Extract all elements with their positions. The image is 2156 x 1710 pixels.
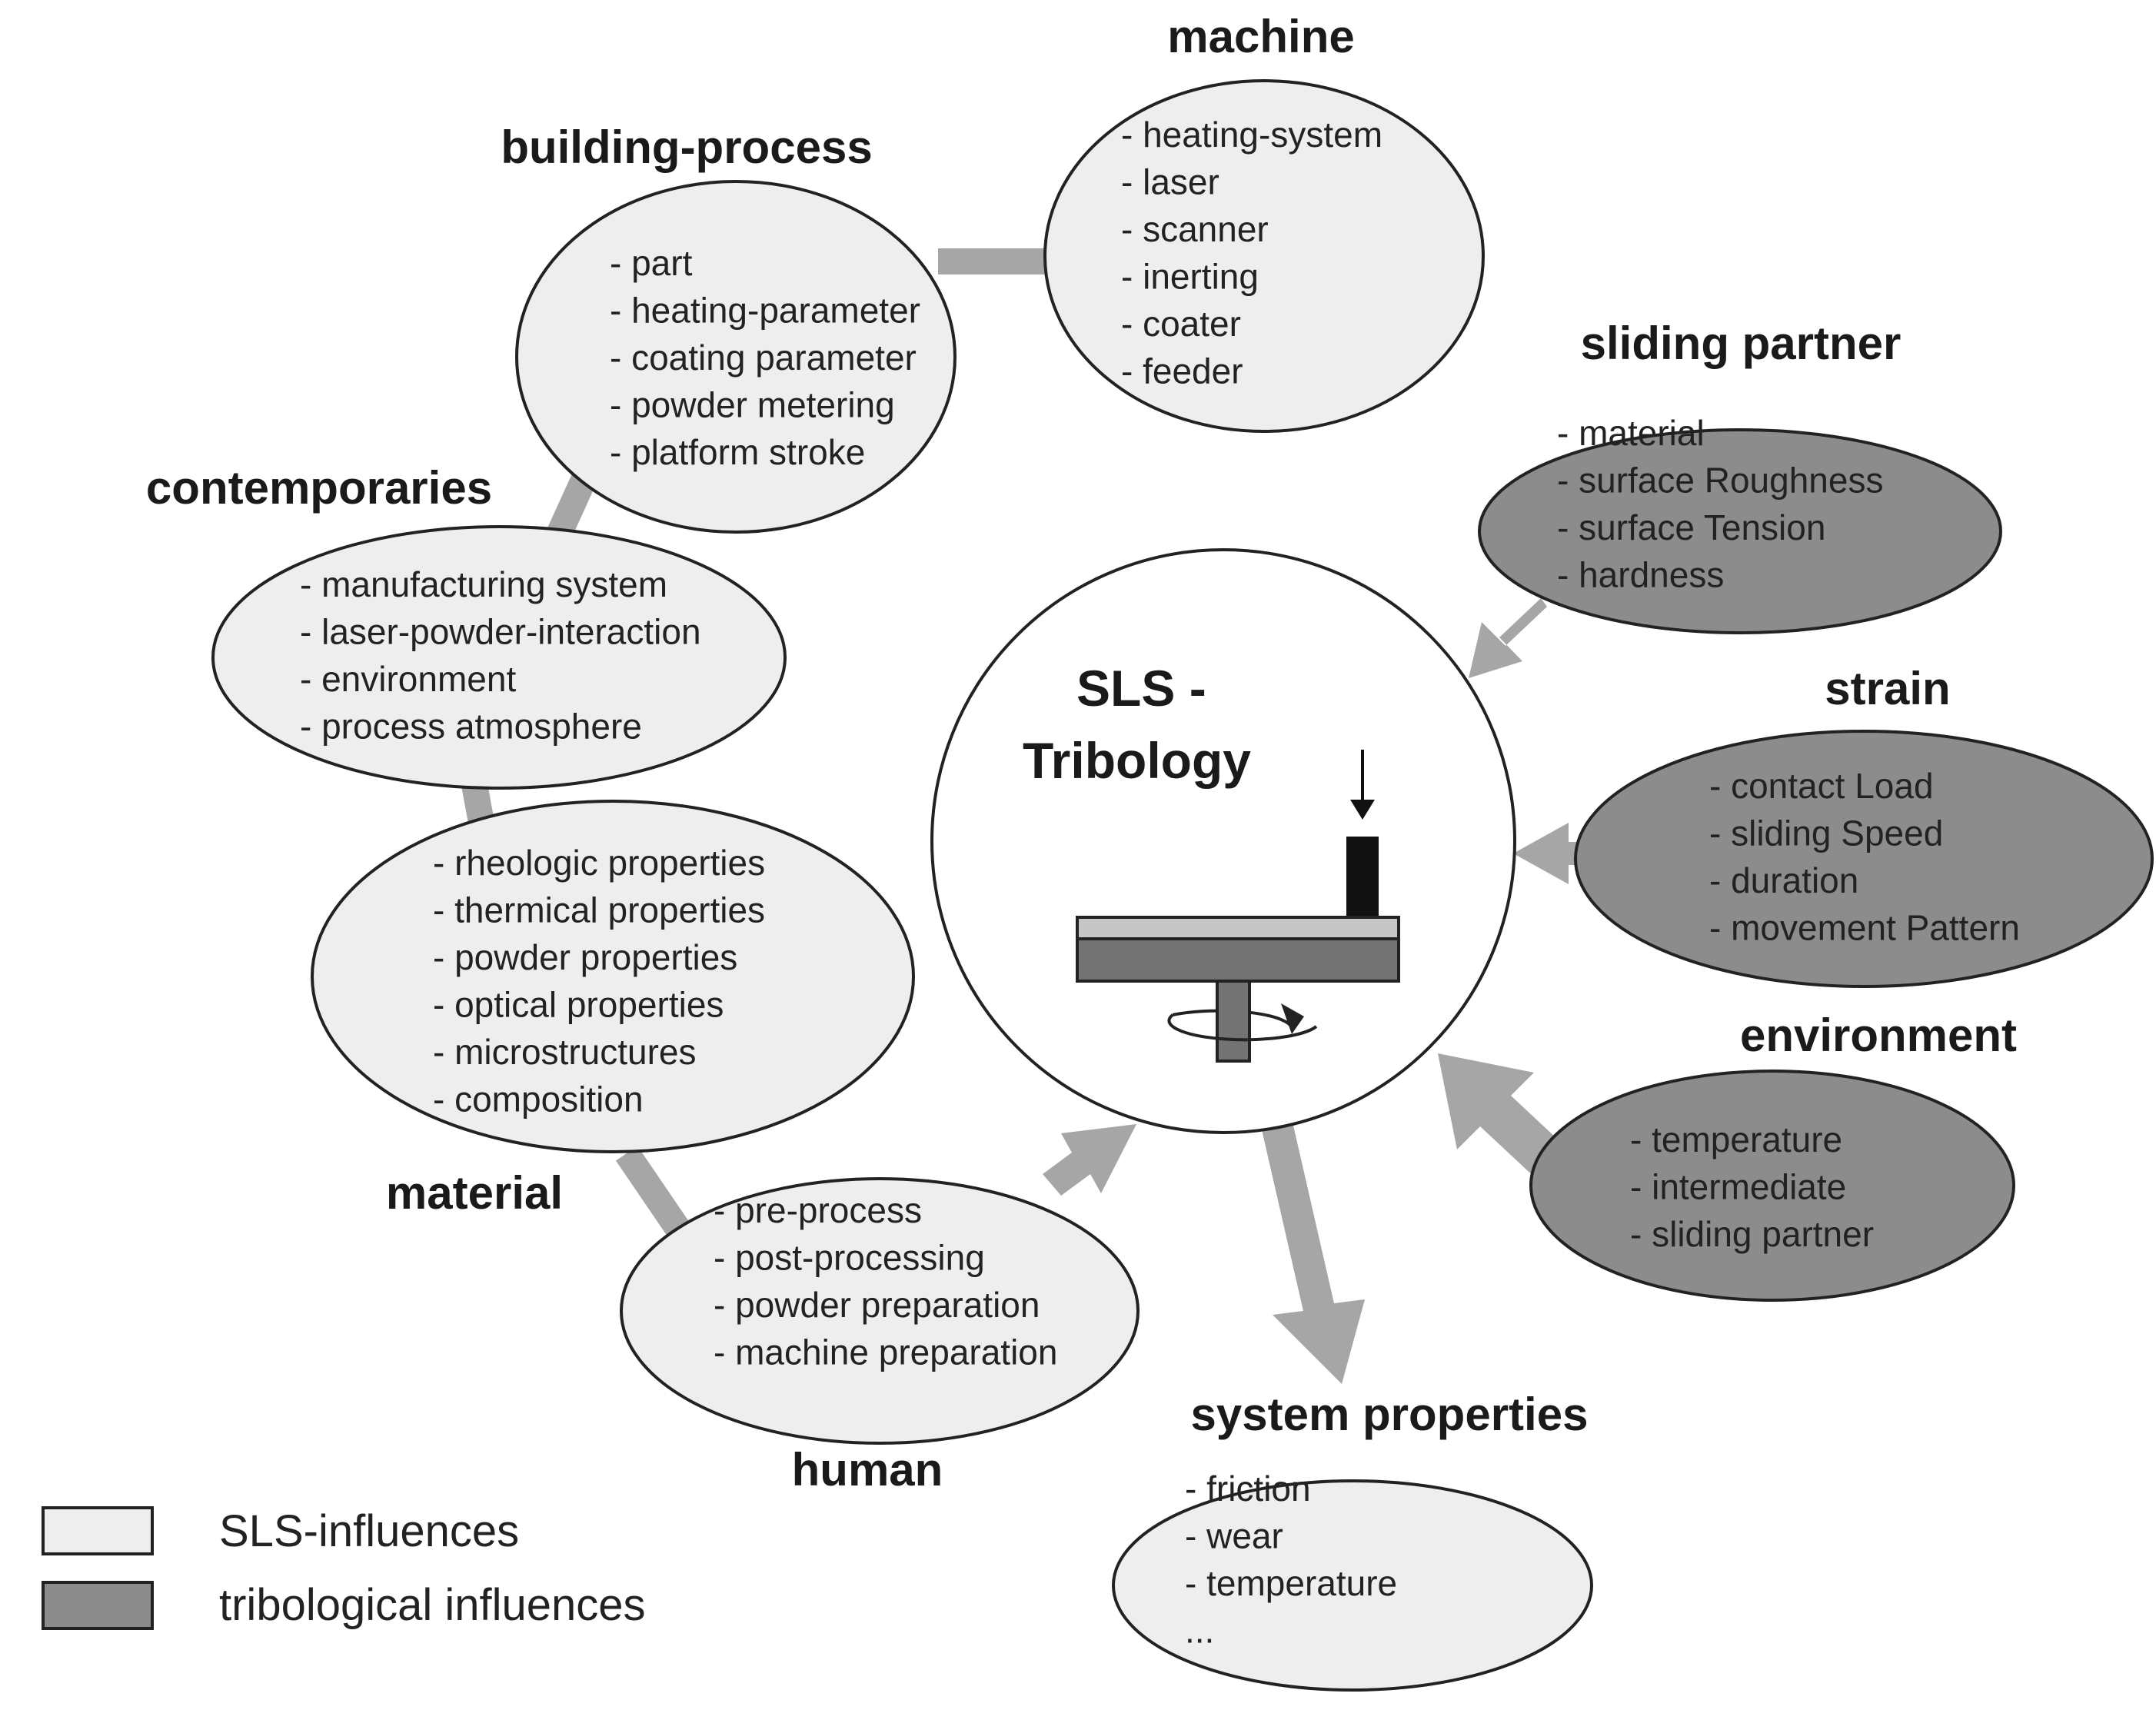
list-item: - temperature bbox=[1185, 1563, 1397, 1603]
list-item: - temperature bbox=[1630, 1119, 1842, 1159]
ellipse-contemporaries bbox=[211, 525, 787, 790]
pin bbox=[1346, 837, 1379, 920]
legend-label-tribological: tribological influences bbox=[219, 1580, 646, 1630]
list-item: - laser bbox=[1121, 162, 1219, 202]
list-item: - friction bbox=[1185, 1469, 1311, 1509]
list-item: - post-processing bbox=[714, 1238, 985, 1278]
list-item: - wear bbox=[1185, 1516, 1283, 1556]
group-title-environment: environment bbox=[1740, 1010, 2017, 1061]
arrow-environment bbox=[1438, 1053, 1569, 1180]
list-item: - machine preparation bbox=[714, 1332, 1057, 1372]
list-item: - sliding Speed bbox=[1709, 813, 1943, 853]
list-item: - feeder bbox=[1121, 351, 1243, 391]
center-title-line1: SLS - bbox=[1076, 660, 1206, 717]
list-item: - platform stroke bbox=[610, 432, 865, 472]
group-material: material - rheologic properties - thermica… bbox=[386, 843, 765, 1219]
list-item: - surface Roughness bbox=[1557, 461, 1883, 501]
group-strain: strain - contact Load - sliding Speed - dur… bbox=[1709, 663, 2020, 948]
group-sliding-partner: sliding partner - material - surface Rough… bbox=[1557, 318, 1901, 595]
rotation-arrow-icon bbox=[1281, 1003, 1304, 1034]
list-item: - process atmosphere bbox=[300, 707, 642, 747]
ellipse-building-process bbox=[515, 180, 957, 534]
list-item: - hardness bbox=[1557, 555, 1724, 595]
group-machine: machine - heating-system - laser - scanner -… bbox=[1121, 11, 1382, 391]
list-item: - scanner bbox=[1121, 209, 1269, 249]
list-item: - duration bbox=[1709, 860, 1858, 900]
list-item: - material bbox=[1557, 413, 1705, 453]
list-item: - manufacturing system bbox=[300, 564, 667, 604]
list-item: - rheologic properties bbox=[433, 843, 765, 883]
pin-on-disc-tribometer-icon bbox=[1076, 750, 1400, 1063]
list-item: - heating-system bbox=[1121, 115, 1382, 155]
rotation-front-arc bbox=[1167, 1013, 1318, 1042]
group-title-sliding-partner: sliding partner bbox=[1581, 318, 1901, 369]
list-item: ... bbox=[1185, 1611, 1214, 1651]
arrow-system-properties bbox=[1261, 1119, 1365, 1384]
ellipse-sliding-partner bbox=[1478, 428, 2002, 634]
list-item: - pre-process bbox=[714, 1190, 922, 1230]
list-item: - laser-powder-interaction bbox=[300, 612, 701, 652]
group-human: human - pre-process - post-processing - pow… bbox=[714, 1190, 1057, 1495]
group-title-machine: machine bbox=[1167, 11, 1354, 62]
list-item: - thermical properties bbox=[433, 890, 765, 930]
list-item: - heating-parameter bbox=[610, 291, 920, 331]
influence-arrows bbox=[1043, 598, 1630, 1384]
group-title-system-properties: system properties bbox=[1191, 1389, 1589, 1440]
group-system-properties: system properties - friction - wear - tempe… bbox=[1185, 1389, 1588, 1651]
ellipse-human bbox=[620, 1177, 1140, 1445]
center-circle bbox=[930, 548, 1516, 1134]
list-item: - powder properties bbox=[433, 937, 737, 977]
list-item: - intermediate bbox=[1630, 1167, 1846, 1207]
arrow-sliding-partner bbox=[1469, 598, 1547, 678]
center-title-line2: Tribology bbox=[1023, 732, 1251, 789]
load-arrowhead bbox=[1350, 800, 1375, 820]
list-item: - sliding partner bbox=[1630, 1214, 1874, 1254]
list-item: - composition bbox=[433, 1080, 644, 1119]
group-building-process: building-process - part - heating-paramete… bbox=[501, 121, 920, 472]
ellipse-material bbox=[311, 800, 915, 1153]
arrow-strain bbox=[1513, 823, 1630, 884]
connector-material-human bbox=[615, 1146, 696, 1246]
group-title-contemporaries: contemporaries bbox=[146, 462, 492, 514]
ellipse-strain bbox=[1574, 730, 2154, 988]
group-contemporaries: contemporaries - manufacturing system - la… bbox=[146, 462, 701, 747]
ellipse-system-properties bbox=[1112, 1479, 1593, 1692]
disc-top-layer bbox=[1076, 916, 1400, 940]
shaft bbox=[1216, 980, 1251, 1063]
list-item: - contact Load bbox=[1709, 766, 1934, 806]
list-item: - inerting bbox=[1121, 257, 1259, 297]
legend-swatch-tribological bbox=[42, 1581, 154, 1630]
ellipse-machine bbox=[1043, 79, 1485, 433]
group-environment: environment - temperature - intermediate - … bbox=[1630, 1010, 2017, 1254]
list-item: - movement Pattern bbox=[1709, 908, 2020, 948]
list-item: - surface Tension bbox=[1557, 507, 1825, 547]
center-title: SLS - Tribology bbox=[1023, 660, 1251, 789]
list-item: - part bbox=[610, 243, 693, 283]
group-title-strain: strain bbox=[1825, 663, 1950, 714]
legend-label-sls: SLS-influences bbox=[219, 1506, 519, 1556]
group-title-material: material bbox=[386, 1167, 563, 1219]
ellipse-environment bbox=[1529, 1070, 2015, 1302]
legend-swatch-sls bbox=[42, 1506, 154, 1555]
list-item: - powder metering bbox=[610, 385, 895, 425]
group-title-human: human bbox=[792, 1444, 943, 1495]
legend: SLS-influences tribological influences bbox=[42, 1506, 646, 1630]
list-item: - environment bbox=[300, 659, 516, 699]
list-item: - powder preparation bbox=[714, 1285, 1040, 1325]
disc-base bbox=[1076, 937, 1400, 983]
list-item: - optical properties bbox=[433, 985, 724, 1025]
list-item: - microstructures bbox=[433, 1032, 696, 1072]
group-title-building-process: building-process bbox=[501, 121, 872, 173]
arrow-human bbox=[1043, 1124, 1136, 1196]
list-item: - coating parameter bbox=[610, 338, 917, 378]
list-item: - coater bbox=[1121, 304, 1241, 344]
